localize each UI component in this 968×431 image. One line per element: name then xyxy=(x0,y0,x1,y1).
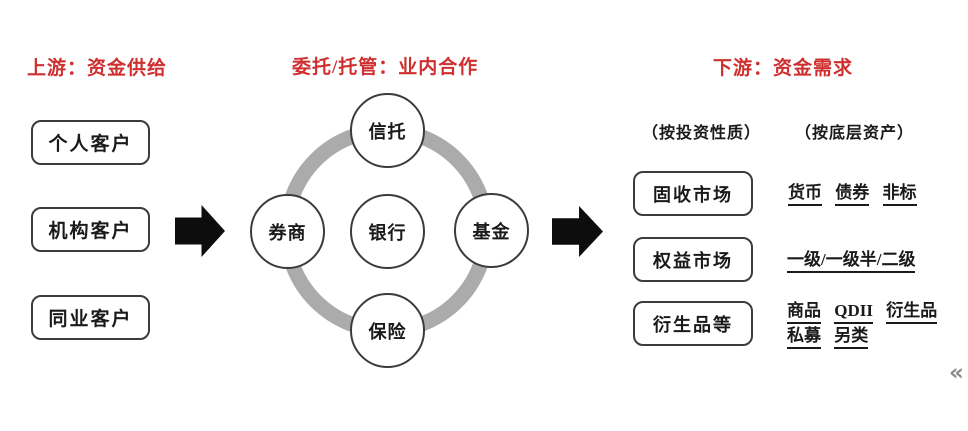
corner-chevron-icon: « xyxy=(949,360,964,386)
node-fund: 基金 xyxy=(454,193,529,268)
market-box-derivatives: 衍生品等 xyxy=(633,301,753,346)
asset-commodities: 商品 xyxy=(787,299,821,324)
node-broker: 券商 xyxy=(250,194,325,269)
market-box-fixed-income: 固收市场 xyxy=(633,171,753,216)
header-by-underlying-asset: （按底层资产） xyxy=(795,125,915,142)
assets-derivatives-line2: 私募 另类 xyxy=(787,324,937,349)
client-box-interbank: 同业客户 xyxy=(31,295,150,340)
assets-derivatives-line1: 商品 QDII 衍生品 xyxy=(787,299,938,324)
downstream-title: 下游：资金需求 xyxy=(713,58,854,79)
market-box-equity-label: 权益市场 xyxy=(653,250,733,271)
market-box-derivatives-label: 衍生品等 xyxy=(653,314,733,335)
asset-alternatives: 另类 xyxy=(834,324,869,349)
arrow-upstream-to-center-icon xyxy=(175,205,225,257)
client-box-institutional: 机构客户 xyxy=(31,207,150,252)
market-box-fixed-income-label: 固收市场 xyxy=(653,184,733,205)
client-box-interbank-label: 同业客户 xyxy=(48,309,133,330)
header-by-investment-nature: （按投资性质） xyxy=(642,125,762,142)
client-box-institutional-label: 机构客户 xyxy=(48,221,133,242)
asset-bonds: 债券 xyxy=(835,181,870,206)
node-fund-label: 基金 xyxy=(472,221,511,242)
node-trust: 信托 xyxy=(350,93,425,168)
asset-private-placement: 私募 xyxy=(787,324,821,349)
assets-equity: 一级/一级半/二级 xyxy=(787,248,916,273)
assets-fixed-income: 货币 债券 非标 xyxy=(788,181,917,206)
cooperation-title: 委托/托管：业内合作 xyxy=(292,57,479,78)
arrow-center-to-downstream-icon xyxy=(552,206,603,257)
asset-nonstandard: 非标 xyxy=(882,181,917,206)
market-box-equity: 权益市场 xyxy=(633,237,753,282)
asset-qdii: QDII xyxy=(834,299,873,324)
asset-currency: 货币 xyxy=(788,181,822,206)
client-box-individual-label: 个人客户 xyxy=(48,134,133,155)
upstream-title: 上游：资金供给 xyxy=(27,58,168,79)
client-box-individual: 个人客户 xyxy=(31,120,150,165)
asset-primary-secondary: 一级/一级半/二级 xyxy=(787,248,916,273)
asset-derivatives: 衍生品 xyxy=(886,299,938,324)
node-bank-hub: 银行 xyxy=(350,194,425,269)
node-bank-label: 银行 xyxy=(368,222,407,243)
assets-derivatives: 商品 QDII 衍生品 私募 另类 xyxy=(787,299,938,349)
node-trust-label: 信托 xyxy=(368,121,407,142)
node-insurance: 保险 xyxy=(350,293,425,368)
node-insurance-label: 保险 xyxy=(368,321,407,342)
node-broker-label: 券商 xyxy=(268,222,307,243)
